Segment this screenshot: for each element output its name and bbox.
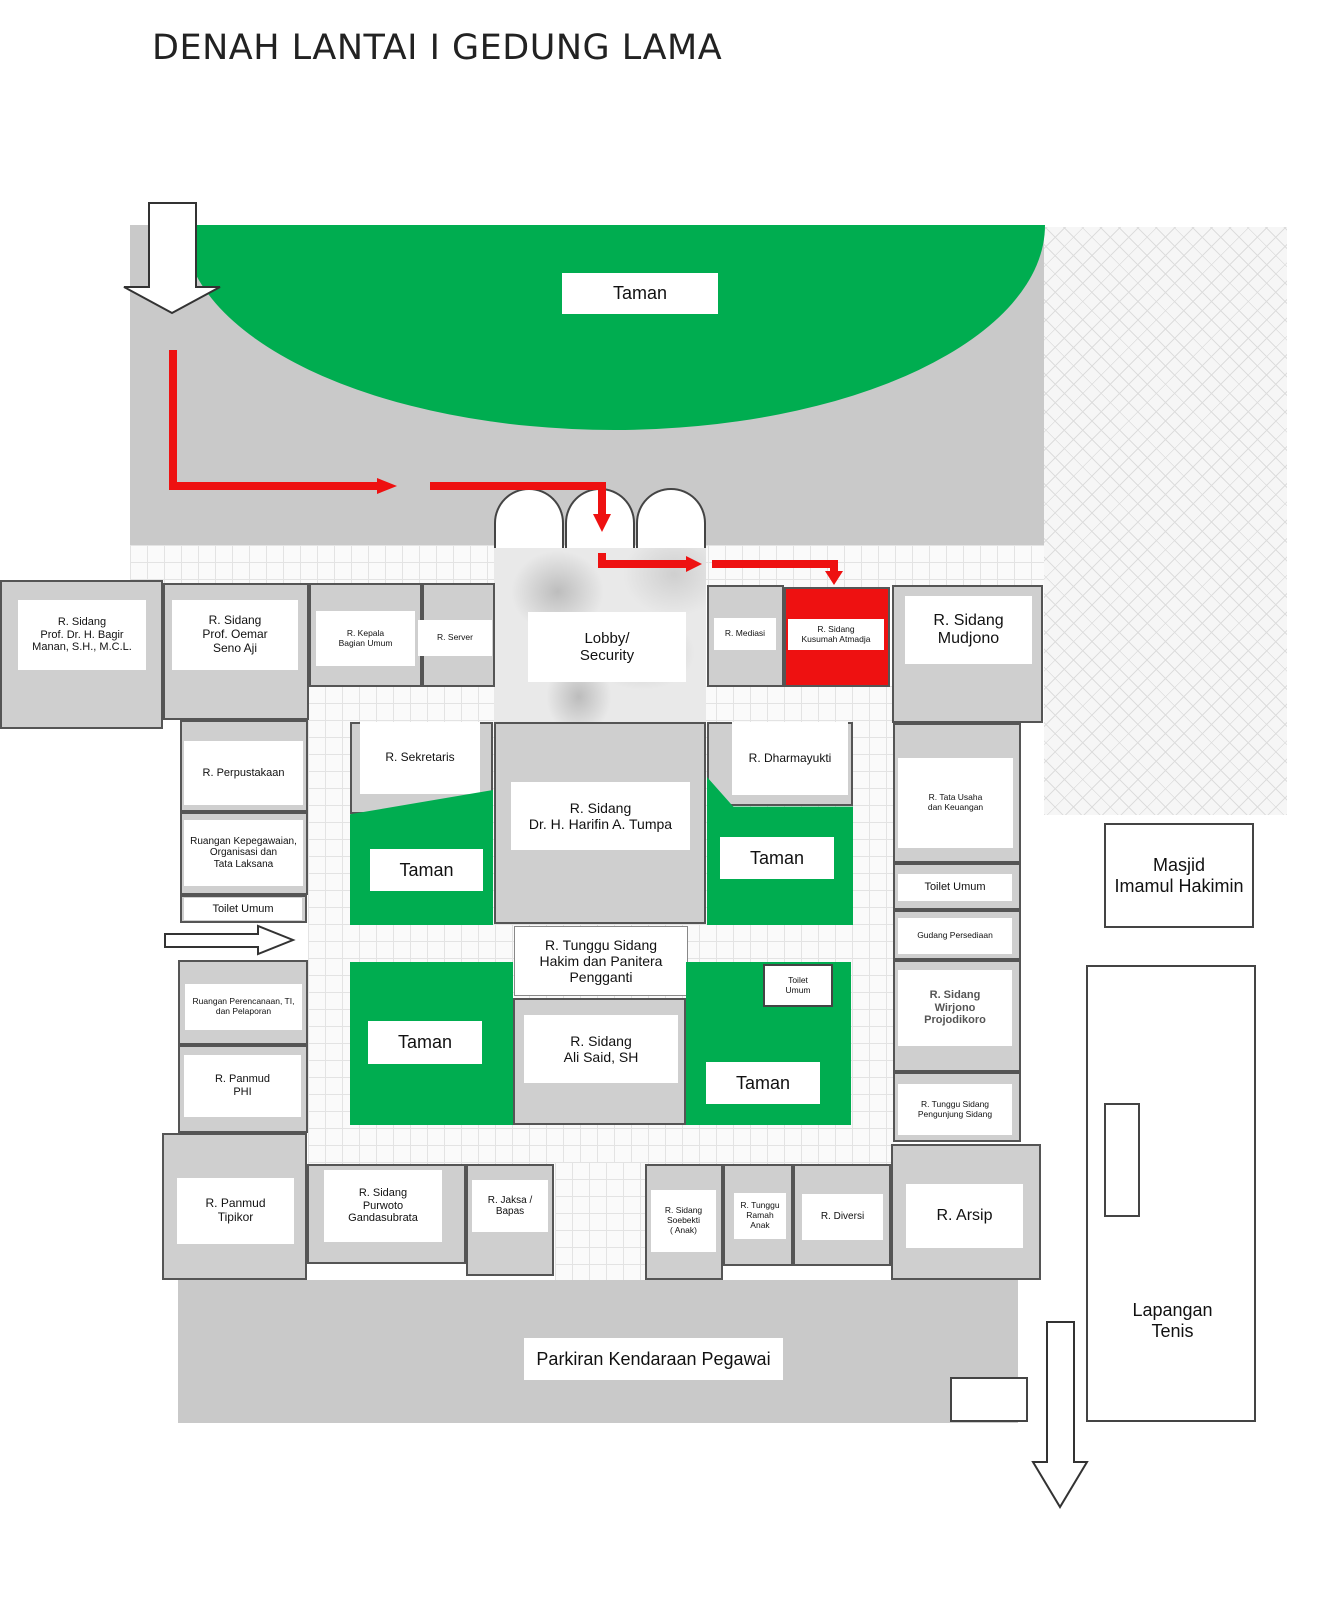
- room-panmud-phi-label: R. Panmud PHI: [184, 1055, 301, 1117]
- room-gudang-label: Gudang Persediaan: [898, 918, 1012, 954]
- parking-label: Parkiran Kendaraan Pegawai: [524, 1338, 783, 1380]
- room-diversi-label: R. Diversi: [802, 1194, 883, 1240]
- room-ali-said-label: R. Sidang Ali Said, SH: [524, 1015, 678, 1083]
- room-tunggu-pengunjung-label: R. Tunggu Sidang Pengunjung Sidang: [898, 1084, 1012, 1135]
- east-paved-area: [1044, 227, 1287, 815]
- room-oemar-label: R. Sidang Prof. Oemar Seno Aji: [172, 600, 298, 670]
- room-sekretaris-label: R. Sekretaris: [360, 722, 480, 794]
- toilet-left-label: Toilet Umum: [184, 898, 302, 920]
- room-perpustakaan-label: R. Perpustakaan: [184, 741, 303, 805]
- room-panmud-tipikor-label: R. Panmud Tipikor: [177, 1178, 294, 1244]
- room-harifin-label: R. Sidang Dr. H. Harifin A. Tumpa: [511, 782, 690, 850]
- taman-label-ne: Taman: [720, 837, 834, 879]
- lobby-label: Lobby/ Security: [528, 612, 686, 682]
- room-purwoto-label: R. Sidang Purwoto Gandasubrata: [324, 1170, 442, 1242]
- taman-label-nw: Taman: [370, 849, 483, 891]
- south-walkway: [555, 1162, 645, 1292]
- room-dharmayukti-label: R. Dharmayukti: [732, 722, 848, 795]
- exit-arrow-icon: [1031, 1321, 1089, 1509]
- room-jaksa-label: R. Jaksa / Bapas: [472, 1180, 548, 1232]
- parking-gate: [950, 1377, 1028, 1422]
- taman-label-top: Taman: [562, 273, 718, 314]
- room-kepala-label: R. Kepala Bagian Umum: [316, 611, 415, 666]
- room-ramah-anak-label: R. Tunggu Ramah Anak: [734, 1193, 786, 1239]
- room-arsip-label: R. Arsip: [906, 1184, 1023, 1248]
- entrance-arrow-icon: [123, 202, 221, 315]
- room-mudjono-label: R. Sidang Mudjono: [905, 596, 1032, 664]
- room-perencanaan-label: Ruangan Perencanaan, TI, dan Pelaporan: [185, 984, 302, 1030]
- toilet-right-label: Toilet Umum: [898, 874, 1012, 901]
- masjid-building: Masjid Imamul Hakimin: [1104, 823, 1254, 928]
- room-kepegawaian-label: Ruangan Kepegawaian, Organisasi dan Tata…: [184, 820, 303, 886]
- room-kusumah-label: R. Sidang Kusumah Atmadja: [788, 619, 884, 650]
- room-wirjono-label: R. Sidang Wirjono Projodikoro: [898, 970, 1012, 1046]
- room-mediasi-label: R. Mediasi: [714, 618, 776, 650]
- tennis-court-label: Lapangan Tenis: [1106, 1288, 1239, 1354]
- map-title: DENAH LANTAI I GEDUNG LAMA: [152, 28, 723, 68]
- toilet-small: Toilet Umum: [763, 964, 833, 1007]
- room-server-label: R. Server: [418, 620, 492, 656]
- taman-label-sw: Taman: [368, 1021, 482, 1064]
- taman-label-se: Taman: [706, 1062, 820, 1104]
- room-bagir-label: R. Sidang Prof. Dr. H. Bagir Manan, S.H.…: [18, 600, 146, 670]
- side-entrance-arrow-icon: [164, 924, 296, 956]
- room-soebekti-label: R. Sidang Soebekti ( Anak): [651, 1190, 716, 1252]
- entrance-arch-3: [636, 488, 706, 548]
- room-tunggu-hakim-label: R. Tunggu Sidang Hakim dan Panitera Peng…: [514, 926, 688, 996]
- room-tata-usaha-label: R. Tata Usaha dan Keuangan: [898, 758, 1013, 848]
- route-arrow-icon: [169, 350, 843, 585]
- tennis-net: [1104, 1103, 1140, 1217]
